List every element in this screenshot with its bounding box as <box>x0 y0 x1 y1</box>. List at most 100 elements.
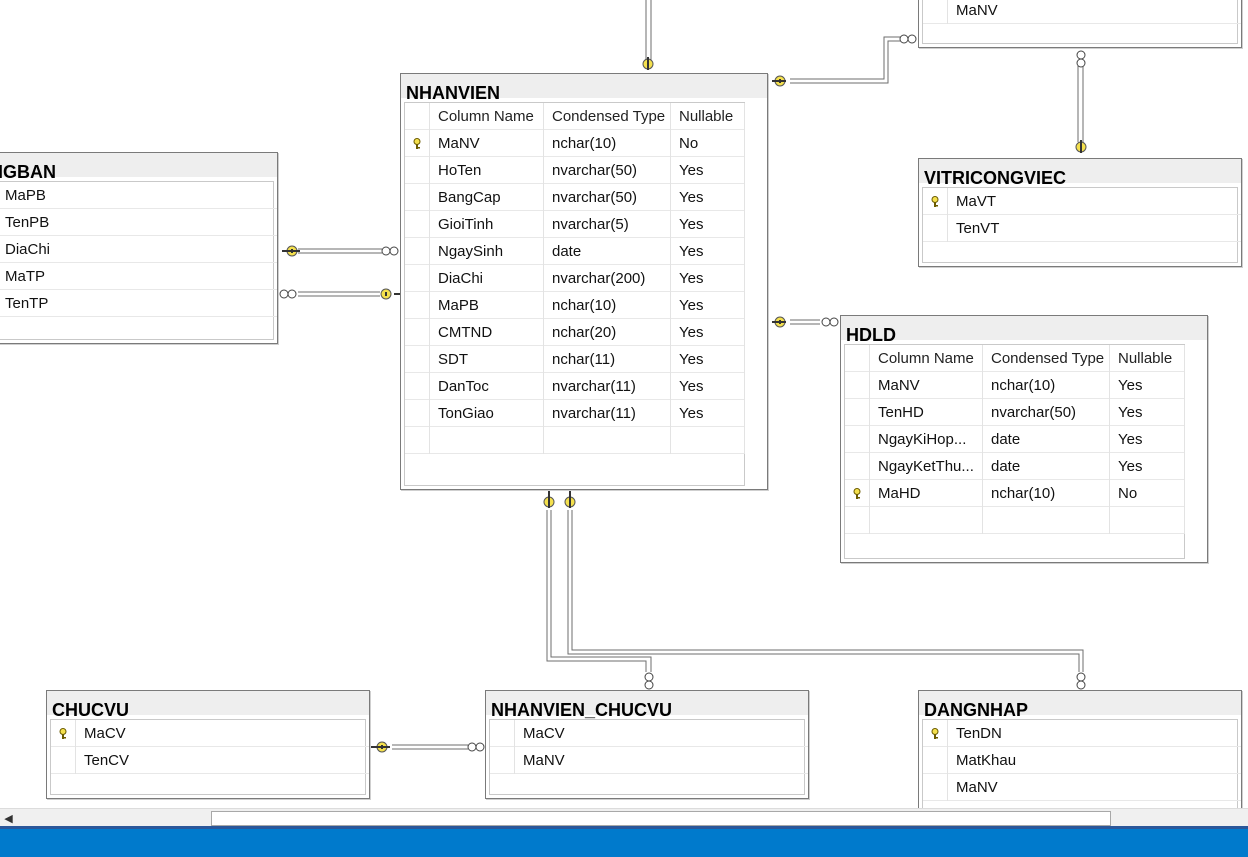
title-band <box>919 159 1241 183</box>
table-row[interactable]: TenCV <box>51 747 369 774</box>
key-column <box>490 747 515 774</box>
column-name: MaPB <box>430 292 544 319</box>
table-row[interactable]: TenPB <box>0 209 277 236</box>
column-type: nvarchar(11) <box>544 373 671 400</box>
table-hdld[interactable]: HDLD Column Name Condensed Type Nullable… <box>840 315 1208 563</box>
primary-key-icon <box>931 196 939 207</box>
column-name: TenVT <box>956 220 1000 237</box>
column-type: date <box>544 238 671 265</box>
table-row[interactable]: MatKhau <box>923 747 1241 774</box>
table-body: Column Name Condensed Type Nullable MaNV… <box>844 344 1185 559</box>
scrollbar-thumb[interactable] <box>211 811 1111 826</box>
table-row-empty[interactable] <box>845 507 1185 534</box>
column-name: TenPB <box>5 214 50 231</box>
column-name: TonGiao <box>430 400 544 427</box>
column-name: NgaySinh <box>430 238 544 265</box>
empty-cell <box>870 507 983 534</box>
key-column <box>405 292 430 319</box>
header-condensed-type[interactable]: Condensed Type <box>544 103 671 130</box>
title-band <box>401 74 767 98</box>
key-column <box>405 184 430 211</box>
table-row[interactable]: MaNV <box>923 774 1241 801</box>
key-column <box>490 720 515 747</box>
table-nhanvien[interactable]: NHANVIEN Column Name Condensed Type Null… <box>400 73 768 490</box>
table-row[interactable]: TenTP <box>0 290 277 317</box>
table-body: MaVT TenVT <box>922 187 1241 263</box>
key-column <box>405 346 430 373</box>
horizontal-scrollbar[interactable]: ◀ <box>0 808 1248 829</box>
table-row[interactable]: MaCV <box>490 720 808 747</box>
column-name: DiaChi <box>5 241 51 258</box>
column-name: MaHD <box>870 480 983 507</box>
empty-cell <box>430 427 544 454</box>
table-row[interactable]: TenDN <box>923 720 1241 747</box>
table-top-right[interactable]: MaNV <box>918 0 1242 48</box>
table-row[interactable]: MaNV <box>923 0 1241 24</box>
column-header-row: Column Name Condensed Type Nullable <box>405 103 745 130</box>
primary-key-icon <box>853 488 861 499</box>
key-column <box>405 373 430 400</box>
column-name: MaNV <box>430 130 544 157</box>
key-column <box>405 319 430 346</box>
column-type: nchar(11) <box>544 346 671 373</box>
key-column <box>405 157 430 184</box>
column-nullable: Yes <box>1110 453 1185 480</box>
table-row-empty[interactable] <box>405 427 745 454</box>
header-column-name[interactable]: Column Name <box>430 103 544 130</box>
title-band <box>919 691 1241 715</box>
diagram-canvas[interactable]: MaNV NHANVIEN Column Name Condensed Type… <box>0 0 1248 808</box>
table-row[interactable]: MaNV <box>490 747 808 774</box>
title-band <box>486 691 808 715</box>
header-nullable[interactable]: Nullable <box>1110 345 1185 372</box>
key-column <box>405 130 430 157</box>
window-bottom-edge <box>0 826 1248 829</box>
column-name: MaVT <box>956 193 997 210</box>
key-column <box>405 400 430 427</box>
table-row[interactable]: DiaChi <box>0 236 277 263</box>
table-row[interactable]: MaTP <box>0 263 277 290</box>
key-column <box>405 427 430 454</box>
header-condensed-type[interactable]: Condensed Type <box>983 345 1110 372</box>
key-column <box>923 774 948 801</box>
key-column-header <box>845 345 870 372</box>
table-row[interactable]: MaVT <box>923 188 1241 215</box>
column-nullable: No <box>671 130 745 157</box>
empty-cell <box>983 507 1110 534</box>
table-title: NHANVIEN_CHUCVU <box>491 700 673 720</box>
scroll-left-arrow-icon[interactable]: ◀ <box>4 813 13 825</box>
table-row[interactable]: TenVT <box>923 215 1241 242</box>
header-column-name[interactable]: Column Name <box>870 345 983 372</box>
key-column <box>51 720 76 747</box>
column-name: DiaChi <box>430 265 544 292</box>
table-title: DANGNHAP <box>924 700 1029 720</box>
column-nullable: Yes <box>671 211 745 238</box>
table-row[interactable]: MaCV <box>51 720 369 747</box>
column-nullable: Yes <box>671 265 745 292</box>
empty-cell <box>671 427 745 454</box>
column-type: nvarchar(50) <box>544 184 671 211</box>
header-nullable[interactable]: Nullable <box>671 103 745 130</box>
table-row[interactable]: MaPB <box>0 182 277 209</box>
